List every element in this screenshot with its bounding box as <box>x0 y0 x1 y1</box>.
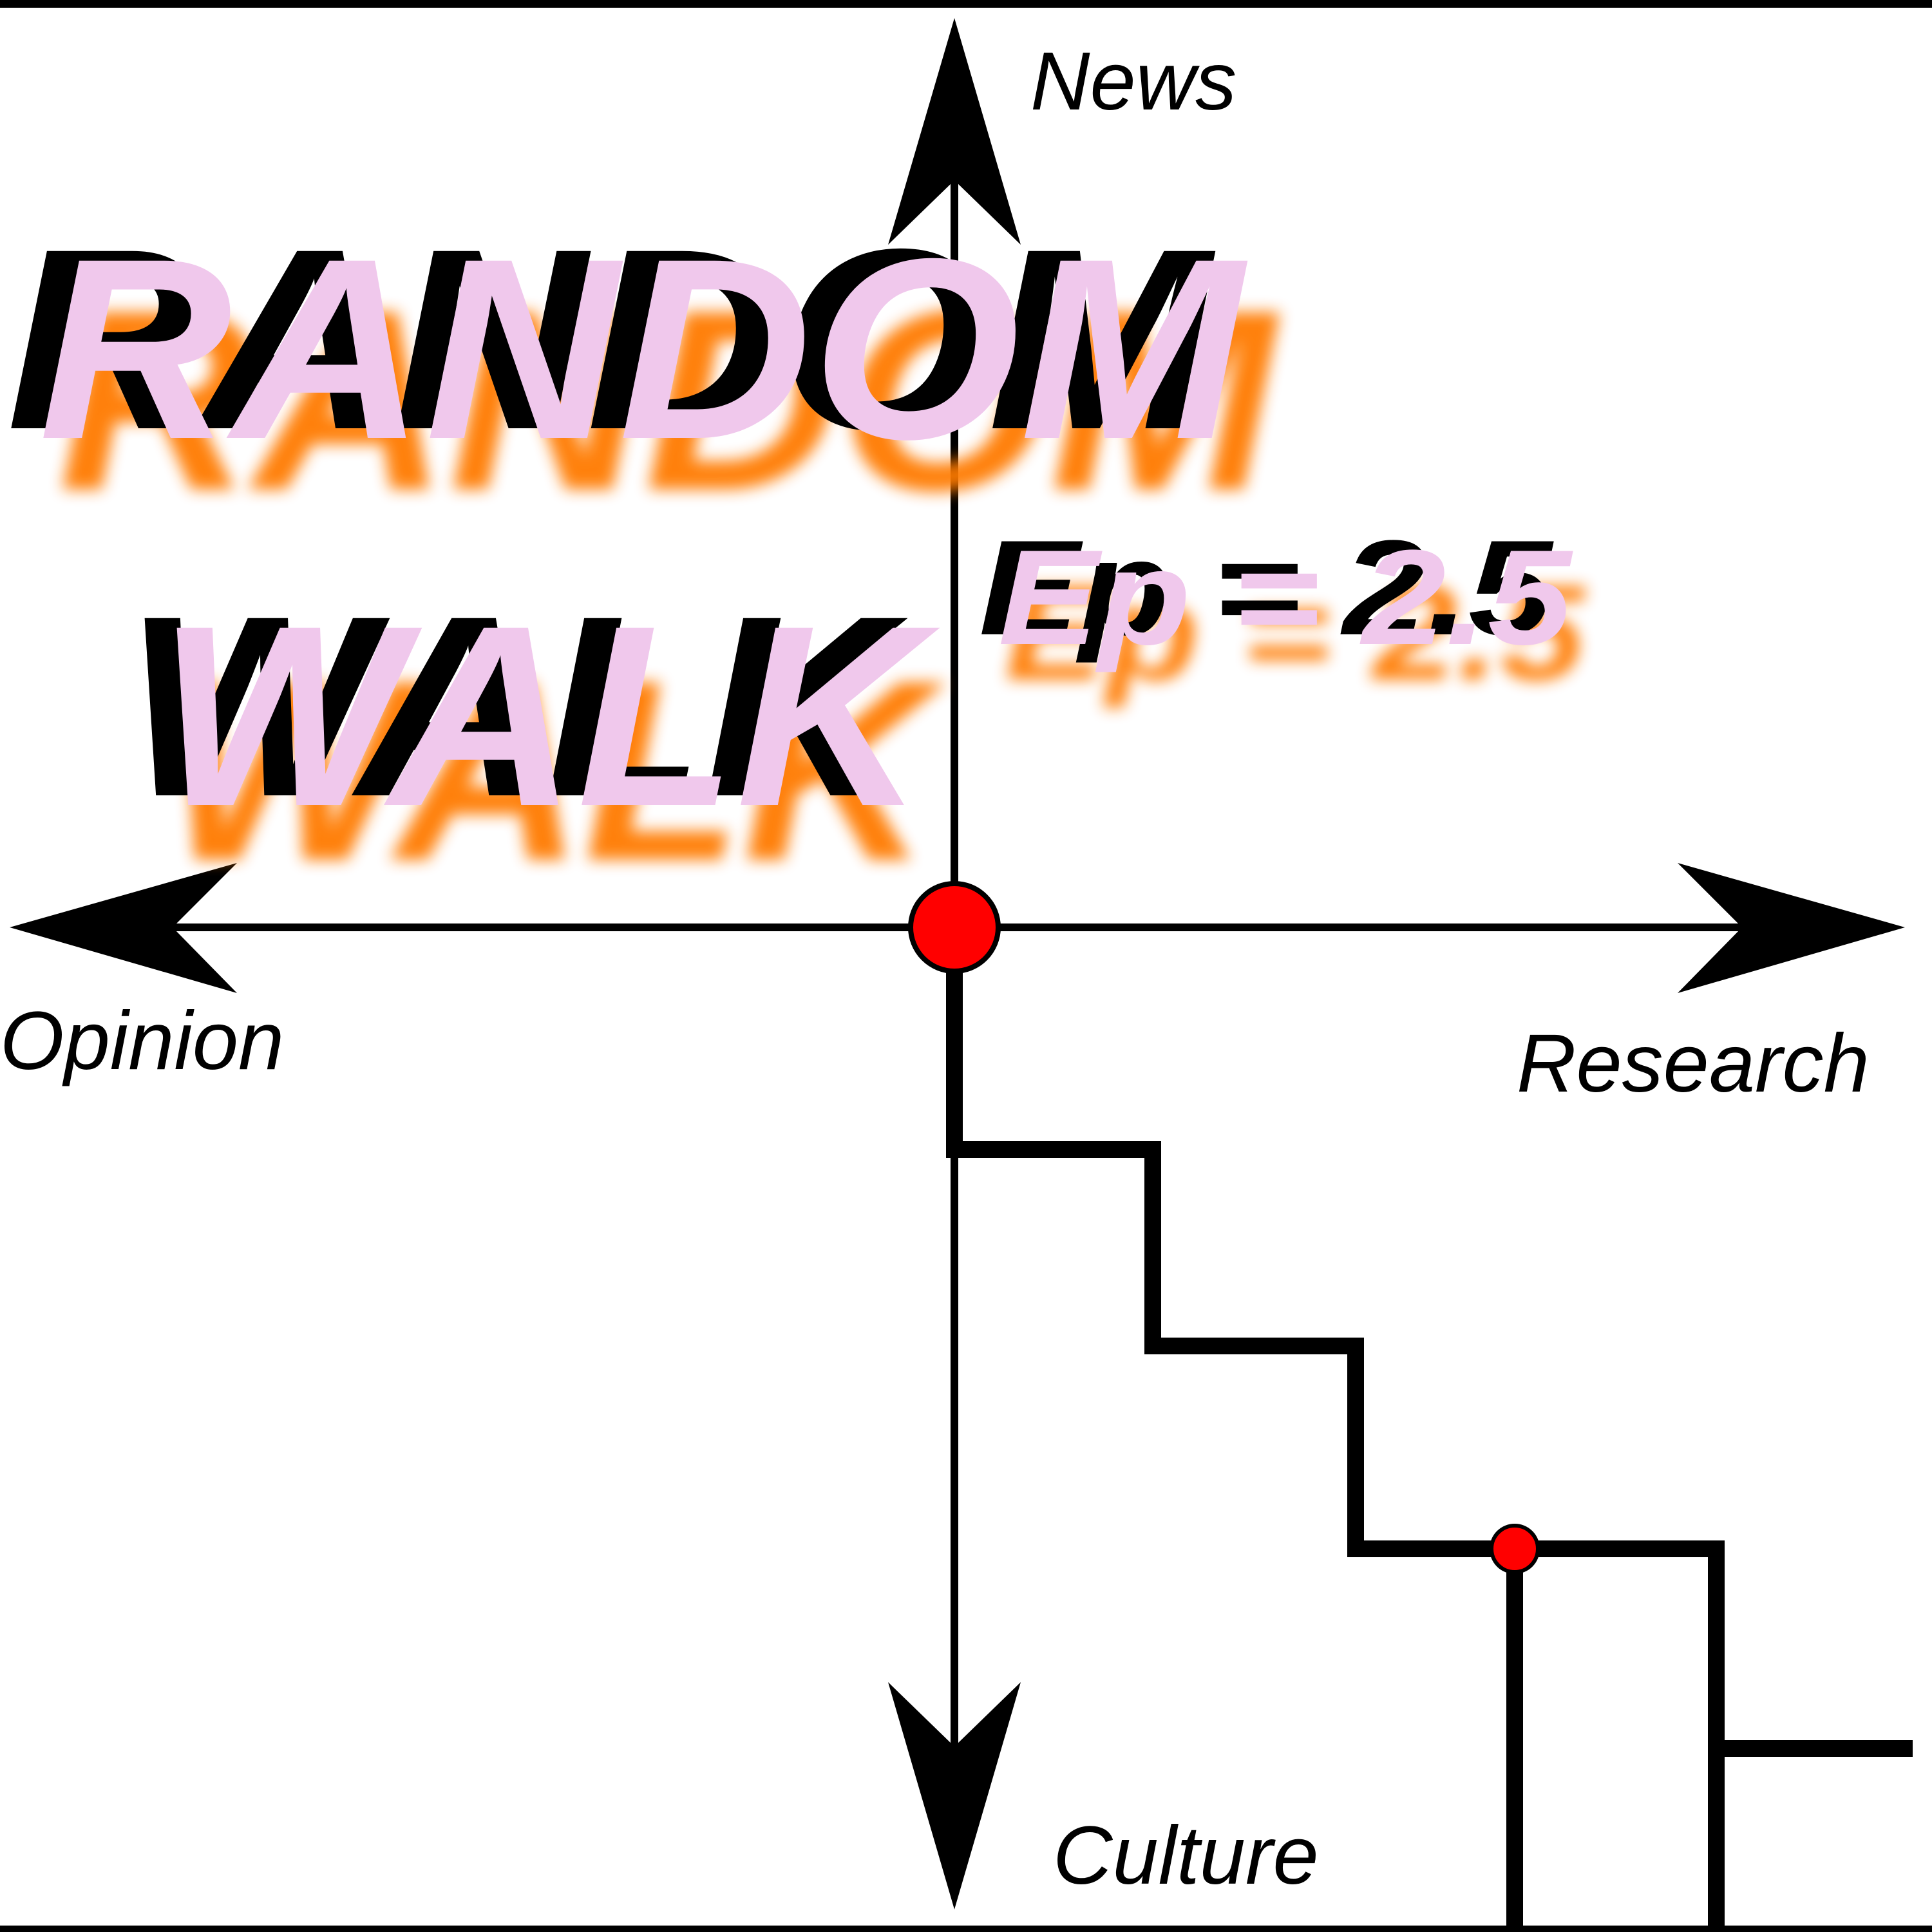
axis-label-culture: Culture <box>1053 1810 1319 1902</box>
title-line1: RANDOM <box>39 205 1250 493</box>
axis-label-news: News <box>1030 35 1236 128</box>
title-shadow-line2: WALK <box>126 562 911 850</box>
title-episode: Ep = 2.5 <box>998 522 1574 673</box>
bottom-border <box>0 1926 1932 1932</box>
title-line2: WALK <box>158 572 943 860</box>
title-shadow: RANDOM WALK Ep = 2.5 <box>6 195 1555 850</box>
random-walk-path <box>946 927 1913 1932</box>
title-shadow-episode: Ep = 2.5 <box>979 512 1555 663</box>
title-main: RANDOM WALK Ep = 2.5 <box>39 205 1574 860</box>
title-glow-line1: RANDOM <box>58 256 1282 544</box>
title-glow-line2: WALK <box>164 627 950 914</box>
title-glow-episode: Ep = 2.5 <box>1005 557 1587 708</box>
arrow-up-icon <box>888 18 1021 245</box>
arrow-right-icon <box>1678 863 1905 993</box>
walker-dot <box>1490 1524 1540 1574</box>
title-shadow-line1: RANDOM <box>6 195 1218 483</box>
axis-label-research: Research <box>1517 1018 1870 1110</box>
origin-dot <box>908 881 1001 974</box>
axis-label-opinion: Opinion <box>0 995 284 1087</box>
arrow-down-icon <box>888 1682 1021 1909</box>
top-border <box>0 0 1932 8</box>
title-glow: RANDOM WALK Ep = 2.5 <box>58 256 1587 914</box>
arrow-left-icon <box>10 863 237 993</box>
